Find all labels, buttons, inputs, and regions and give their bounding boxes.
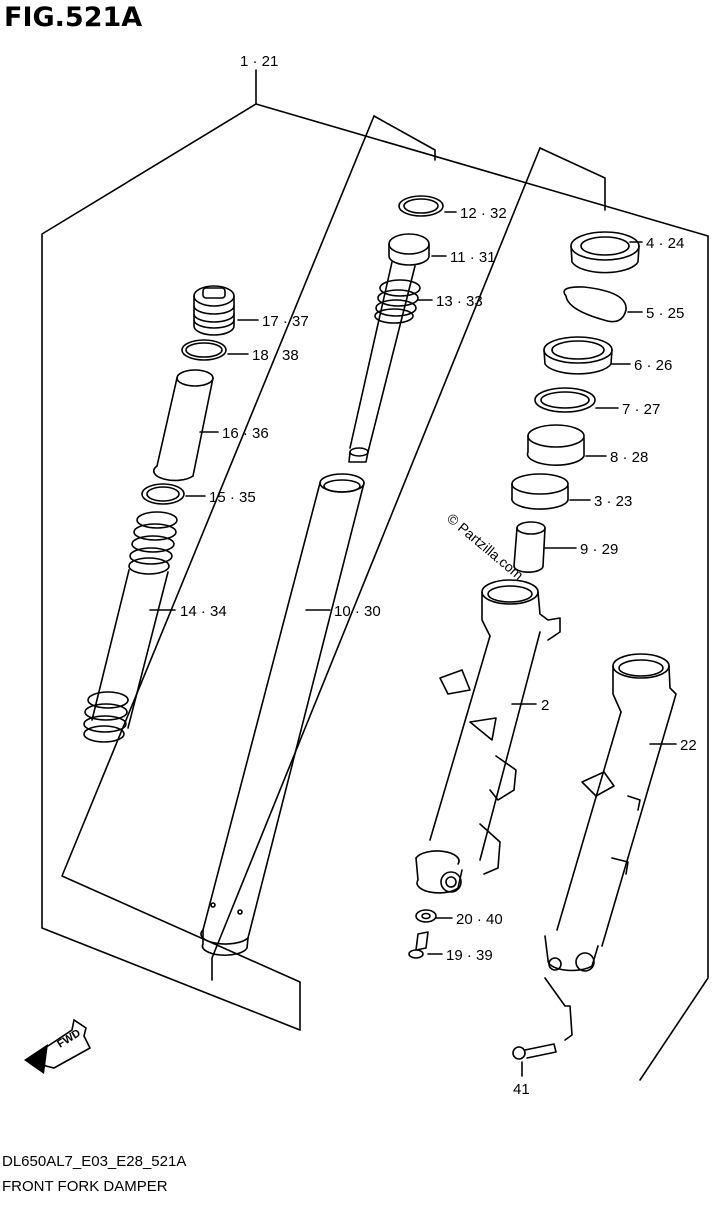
spacer-part bbox=[152, 369, 214, 482]
callout-17-37[interactable]: 17 · 37 bbox=[262, 313, 309, 330]
oil-seal-part bbox=[543, 336, 613, 375]
slide-bushing-part bbox=[511, 473, 569, 510]
ring-part bbox=[398, 195, 444, 217]
diagram-code: DL650AL7_E03_E28_521A bbox=[2, 1153, 187, 1170]
outer-tube-left-part bbox=[415, 579, 561, 894]
dust-seal-part bbox=[570, 231, 640, 274]
assembly-boundary-right2 bbox=[639, 235, 709, 1081]
callout-1-21[interactable]: 1 · 21 bbox=[240, 53, 278, 70]
callout-12-32[interactable]: 12 · 32 bbox=[460, 205, 507, 222]
callout-22[interactable]: 22 bbox=[680, 737, 697, 754]
outer-tube-right-part bbox=[544, 653, 677, 972]
panel-bottom-link bbox=[544, 977, 573, 1041]
spring-part bbox=[83, 511, 178, 743]
callout-10-30[interactable]: 10 · 30 bbox=[334, 603, 381, 620]
callout-8-28[interactable]: 8 · 28 bbox=[610, 449, 648, 466]
callout-6-26[interactable]: 6 · 26 bbox=[634, 357, 672, 374]
callout-14-34[interactable]: 14 · 34 bbox=[180, 603, 227, 620]
callout-11-31[interactable]: 11 · 31 bbox=[450, 249, 496, 266]
washer-seal-part bbox=[534, 387, 596, 413]
callout-3-23[interactable]: 3 · 23 bbox=[594, 493, 632, 510]
assembly-boundary-right bbox=[255, 103, 709, 237]
panel-damper-left bbox=[61, 115, 375, 1031]
callout-20-40[interactable]: 20 · 40 bbox=[456, 911, 503, 928]
diagram-name: FRONT FORK DAMPER bbox=[2, 1178, 168, 1195]
oil-lock-piece-part bbox=[513, 521, 546, 573]
callout-19-39[interactable]: 19 · 39 bbox=[446, 947, 493, 964]
inner-tube-part bbox=[200, 473, 365, 957]
damper-rod-part bbox=[348, 233, 430, 463]
callout-9-29[interactable]: 9 · 29 bbox=[580, 541, 618, 558]
callout-16-36[interactable]: 16 · 36 bbox=[222, 425, 269, 442]
assembly-boundary bbox=[41, 103, 301, 1031]
guide-bushing-part bbox=[526, 424, 585, 466]
callout-7-27[interactable]: 7 · 27 bbox=[622, 401, 660, 418]
forward-arrow-icon: FWD bbox=[24, 1018, 92, 1074]
o-ring-part bbox=[181, 339, 227, 361]
callout-5-25[interactable]: 5 · 25 bbox=[646, 305, 684, 322]
stopper-ring-part bbox=[563, 286, 627, 323]
figure-title: FIG.521A bbox=[4, 2, 143, 33]
panel-damper bbox=[373, 115, 436, 161]
callout-4-24[interactable]: 4 · 24 bbox=[646, 235, 684, 252]
callout-41[interactable]: 41 bbox=[513, 1081, 530, 1098]
panel-outer-tube bbox=[539, 147, 606, 211]
washer-part bbox=[141, 483, 185, 505]
callout-15-35[interactable]: 15 · 35 bbox=[209, 489, 256, 506]
callout-2[interactable]: 2 bbox=[541, 697, 549, 714]
panel-outer-left bbox=[211, 147, 541, 981]
callout-18-38[interactable]: 18 · 38 bbox=[252, 347, 299, 364]
damper-bolt-part bbox=[408, 931, 429, 959]
axle-bolt-part bbox=[512, 1043, 557, 1060]
watermark-text: © Partzilla.com bbox=[444, 510, 527, 583]
gasket-part bbox=[415, 909, 437, 923]
callout-13-33[interactable]: 13 · 33 bbox=[436, 293, 483, 310]
cap-bolt-part bbox=[193, 285, 235, 336]
